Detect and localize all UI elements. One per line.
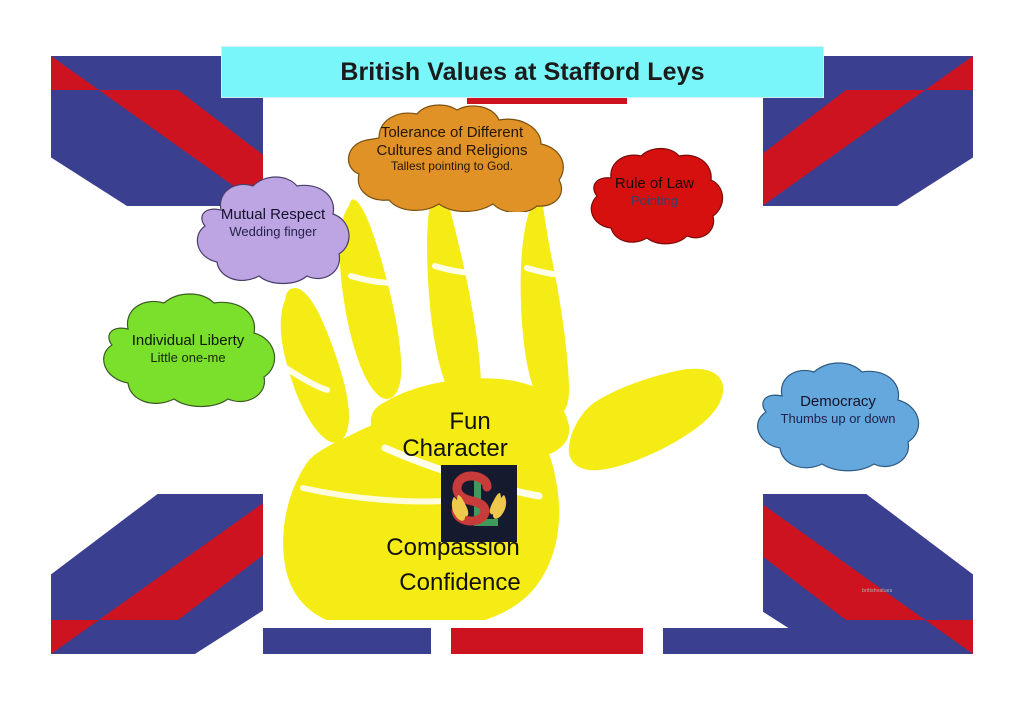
- logo-wheat-sheaves: [451, 493, 507, 521]
- flag-navy-bottom-right-stub: [663, 628, 831, 654]
- cloud-shape-purple: [196, 176, 350, 285]
- flag-red-cross-bottom-block: [451, 628, 643, 654]
- cloud-shape-orange: [348, 104, 564, 212]
- cloud-rule-of-law: Rule of Law Pointing: [579, 146, 730, 246]
- watermark-text: britishvalues: [862, 588, 893, 594]
- cloud-individual-liberty: Individual Liberty Little one-me: [84, 291, 292, 409]
- flag-left-margin: [33, 28, 51, 682]
- upper-palm: [370, 378, 570, 462]
- cloud-shape-blue: [757, 362, 920, 472]
- school-logo-svg: [441, 465, 517, 542]
- index-finger: [520, 191, 569, 417]
- flag-bottom-margin: [33, 654, 991, 682]
- cloud-path: [196, 176, 350, 285]
- page-title: British Values at Stafford Leys: [340, 57, 705, 86]
- cloud-path: [348, 104, 564, 212]
- cloud-path: [590, 147, 724, 245]
- cloud-path: [757, 362, 920, 472]
- handprint-graphic: [265, 170, 735, 620]
- handprint-shapes: [280, 179, 724, 620]
- cloud-shape-red: [590, 147, 724, 245]
- logo-letter-s: [451, 471, 492, 526]
- cloud-democracy: Democracy Thumbs up or down: [740, 360, 936, 473]
- flag-right-margin: [973, 28, 991, 682]
- middle-finger: [427, 179, 481, 411]
- stafford-leys-school-logo: [441, 465, 517, 542]
- handprint-svg: [280, 179, 724, 620]
- palm-word-confidence: Confidence: [399, 569, 521, 596]
- thumb: [568, 368, 724, 471]
- ring-finger: [339, 199, 402, 399]
- cloud-mutual-respect: Mutual Respect Wedding finger: [183, 174, 363, 286]
- palm-word-character: Character: [402, 435, 508, 462]
- poster-title-bar: British Values at Stafford Leys: [221, 46, 824, 98]
- cloud-path: [103, 293, 276, 408]
- little-finger: [280, 288, 349, 443]
- cloud-shape-green: [103, 293, 276, 408]
- cloud-tolerance-of-different-cultures: Tolerance of Different Cultures and Reli…: [329, 104, 575, 212]
- palm-word-fun: Fun: [449, 408, 491, 435]
- flag-navy-bottom-left-stub: [263, 628, 431, 654]
